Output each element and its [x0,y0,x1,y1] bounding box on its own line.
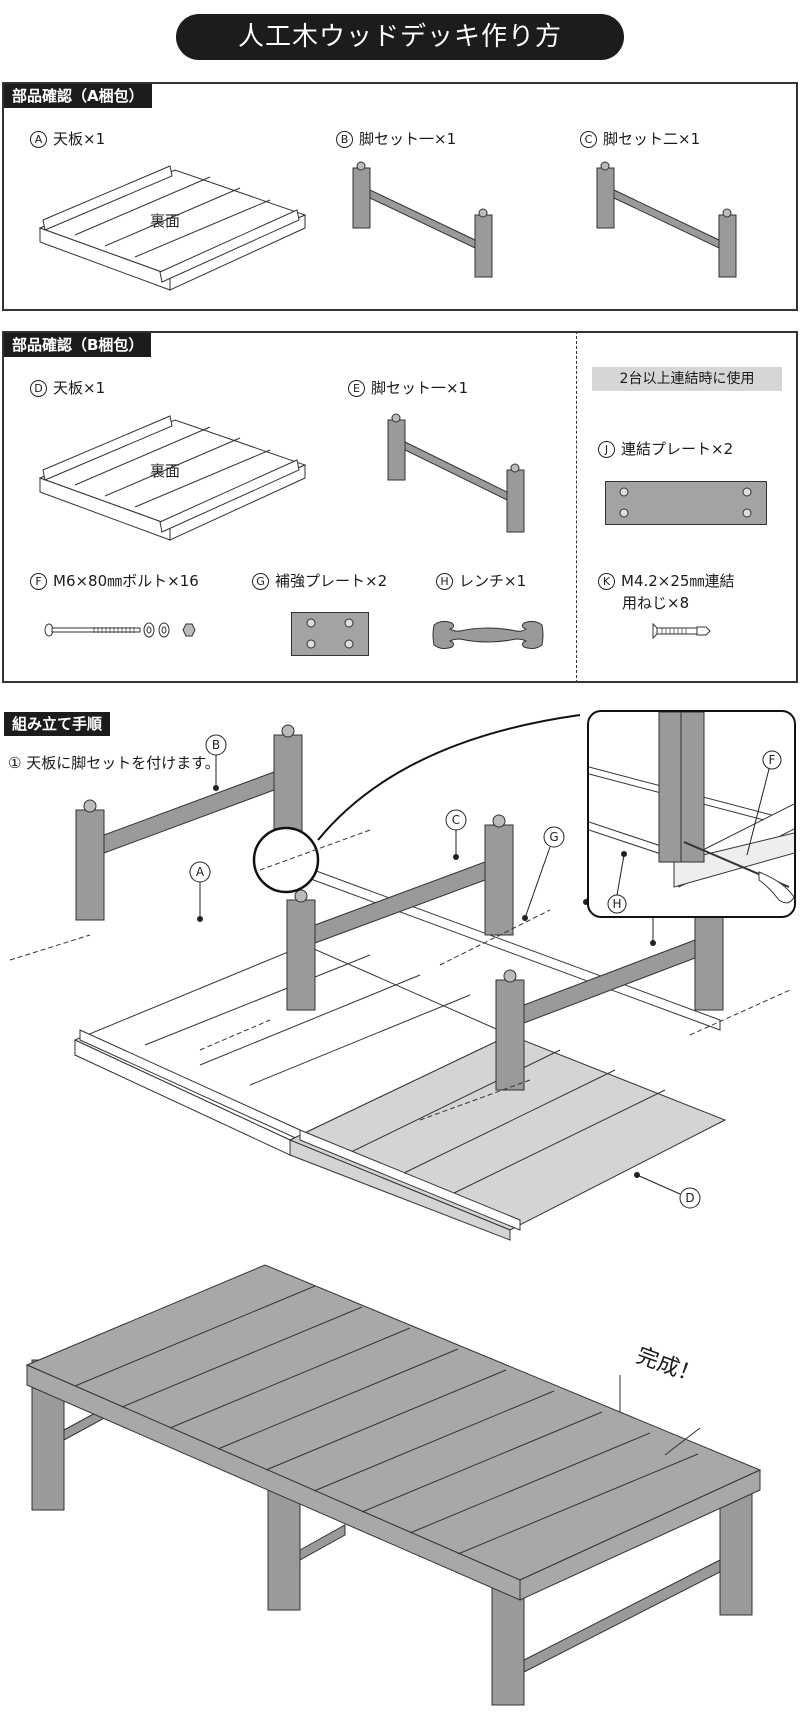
leg-set-c-part [286,814,514,1011]
tabletop-d-back-label: 裏面 [150,462,180,480]
svg-text:C: C [452,813,460,827]
svg-text:D: D [685,1191,694,1205]
tabletop-a-part [73,944,512,1156]
svg-text:F: F [769,753,776,767]
callout-b: B [205,734,227,791]
mark-d: D [30,380,47,397]
screw-illustration [652,622,711,640]
assembly-heading: 組み立て手順 [4,712,111,736]
detail-magnifier [252,826,320,894]
svg-text:A: A [196,865,205,879]
callout-c: C [445,809,467,860]
mark-h: H [436,573,453,590]
tabletop-d-part [288,1034,727,1241]
leg-set-b-part [75,724,303,921]
bolt-illustration [44,622,196,638]
svg-text:H: H [612,897,621,911]
reinforcement-plate-illustration [291,612,369,656]
leg-set-e-illustration [387,413,525,533]
tabletop-a-back-label: 裏面 [150,212,180,230]
svg-text:B: B [212,738,220,752]
leg-set-c-illustration [596,161,737,278]
mark-f: F [30,573,47,590]
step-1-text: ① 天板に脚セットを付けます。 [8,754,220,772]
tabletop-a-illustration: 裏面 [38,165,307,291]
callout-g: G [522,826,565,921]
detail-inset: F H [587,710,796,918]
connection-divider [576,331,577,683]
connection-plate-illustration [605,481,767,525]
mark-k: K [598,573,615,590]
callout-d: D [634,1172,701,1209]
package-b-heading: 部品確認（B梱包） [4,333,152,357]
exploded-assembly-diagram: B A C G F E D [9,714,791,1241]
leg-set-e-part [495,889,724,1091]
mark-c: C [580,131,597,148]
wrench-illustration [432,620,544,650]
page-title: 人工木ウッドデッキ作り方 [176,14,624,60]
mark-e: E [348,380,365,397]
connection-note: 2台以上連結時に使用 [592,367,782,391]
mark-g: G [252,573,269,590]
callout-a: A [189,861,211,922]
svg-text:G: G [549,830,558,844]
mark-a: A [30,131,47,148]
leg-set-b-illustration [352,161,493,278]
inset-callout-h: H [607,851,627,914]
package-a-heading: 部品確認（A梱包） [4,84,152,108]
completed-deck-illustration [25,1264,762,1706]
mark-b: B [336,131,353,148]
inset-callout-f: F [746,750,782,856]
tabletop-d-illustration: 裏面 [38,415,307,541]
mark-j: J [598,441,615,458]
